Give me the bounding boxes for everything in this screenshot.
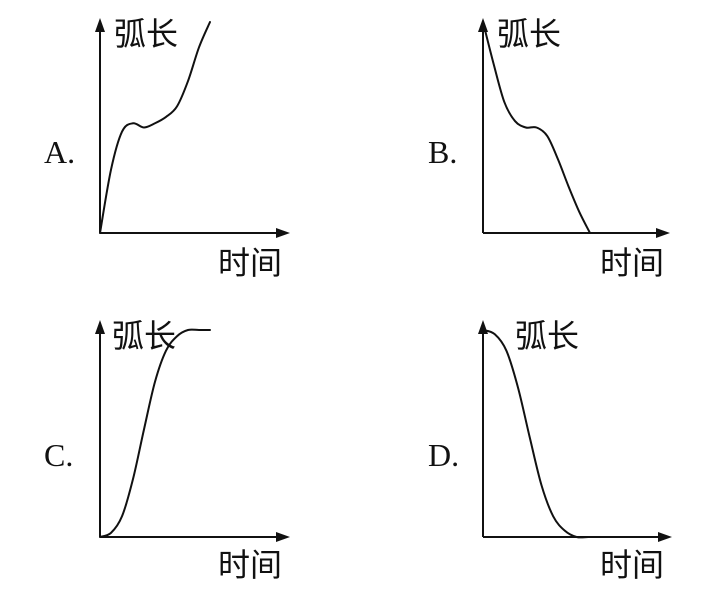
x-axis-arrow bbox=[276, 228, 290, 238]
x-axis-label: 时间 bbox=[218, 546, 282, 584]
series-line bbox=[99, 21, 211, 234]
series-line bbox=[99, 328, 211, 538]
series-line bbox=[482, 21, 591, 234]
y-axis-label: 弧长 bbox=[114, 15, 178, 53]
x-axis-label: 时间 bbox=[218, 244, 282, 282]
x-axis-arrow bbox=[276, 532, 290, 542]
y-axis-arrow bbox=[478, 320, 488, 334]
option-label: C. bbox=[44, 437, 73, 473]
y-axis-label: 弧长 bbox=[497, 15, 561, 53]
y-axis-label: 弧长 bbox=[112, 317, 176, 355]
x-axis-label: 时间 bbox=[600, 244, 664, 282]
y-axis-arrow bbox=[95, 18, 105, 32]
y-axis-arrow bbox=[95, 320, 105, 334]
x-axis-arrow bbox=[656, 228, 670, 238]
series-line bbox=[482, 329, 601, 539]
option-label: A. bbox=[44, 134, 75, 170]
y-axis-label: 弧长 bbox=[515, 317, 579, 355]
option-label: D. bbox=[428, 437, 459, 473]
option-label: B. bbox=[428, 134, 457, 170]
x-axis-label: 时间 bbox=[600, 546, 664, 584]
x-axis-arrow bbox=[658, 532, 672, 542]
